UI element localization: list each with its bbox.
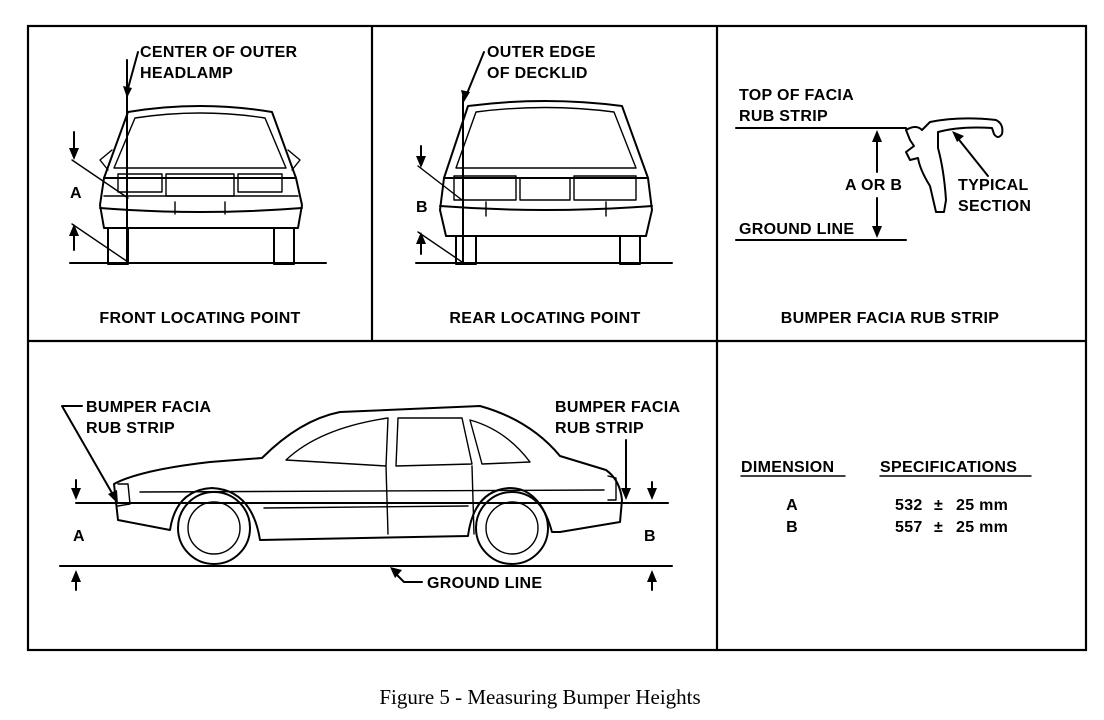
spec-row: A 532 ± 25 mm — [786, 497, 1008, 514]
facia-rub-strip-panel: TOP OF FACIA RUB STRIP A OR B TYPICAL SE… — [735, 87, 1031, 327]
front-dimension-label: A — [70, 185, 82, 202]
facia-dimension-label: A OR B — [845, 177, 902, 194]
rear-locating-panel: OUTER EDGE OF DECKLID B REAR LOCATING PO… — [415, 44, 673, 327]
car-side-view — [113, 405, 623, 565]
side-right-callout-line1: BUMPER FACIA — [555, 399, 681, 416]
facia-section-arrowhead — [952, 131, 964, 142]
rear-dimension-label: B — [416, 199, 428, 216]
side-right-callout-arrowhead — [621, 488, 631, 500]
facia-dimension-arrow — [872, 130, 882, 238]
side-right-callout-line2: RUB STRIP — [555, 420, 644, 437]
rear-callout-line2: OF DECKLID — [487, 65, 588, 82]
spec-row-a-dimension: A — [786, 497, 798, 514]
car-front-view — [99, 105, 303, 265]
side-dimension-label-a: A — [73, 528, 85, 545]
spec-row-a-pm: ± — [934, 497, 943, 514]
rub-strip-section-icon — [905, 117, 1004, 213]
front-dimension-arrows — [69, 131, 79, 251]
side-dimension-arrows — [71, 479, 657, 591]
spec-row-a-value: 532 — [895, 497, 923, 514]
facia-top-line1: TOP OF FACIA — [739, 87, 854, 104]
spec-row-b-dimension: B — [786, 519, 798, 536]
spec-row-b-pm: ± — [934, 519, 943, 536]
front-panel-title: FRONT LOCATING POINT — [99, 310, 300, 327]
rear-panel-title: REAR LOCATING POINT — [449, 310, 640, 327]
spec-row-b-tol: 25 mm — [956, 519, 1008, 536]
facia-section-leader — [955, 135, 989, 177]
spec-row-a-tol: 25 mm — [956, 497, 1008, 514]
rear-callout-line1: OUTER EDGE — [487, 44, 596, 61]
rear-callout-arrowhead — [461, 90, 470, 102]
side-ground-arrowhead — [390, 567, 402, 578]
facia-ground-label: GROUND LINE — [739, 221, 854, 238]
front-locating-panel: CENTER OF OUTER HEADLAMP A FRONT LOCATIN… — [69, 44, 327, 327]
front-callout-leader — [126, 51, 139, 93]
rear-callout-leader — [465, 51, 485, 97]
front-callout-line1: CENTER OF OUTER — [140, 44, 298, 61]
figure-frame — [26, 24, 1088, 652]
side-left-callout-line1: BUMPER FACIA — [86, 399, 212, 416]
spec-header-dimension: DIMENSION — [741, 459, 834, 476]
side-left-callout-arrowhead — [108, 490, 118, 504]
rear-dimension-arrows — [416, 145, 426, 255]
front-callout-line2: HEADLAMP — [140, 65, 233, 82]
car-rear-view — [439, 100, 653, 265]
figure-caption: Figure 5 - Measuring Bumper Heights — [379, 685, 700, 709]
facia-top-line2: RUB STRIP — [739, 108, 828, 125]
facia-section-line2: SECTION — [958, 198, 1031, 215]
spec-row-b-value: 557 — [895, 519, 923, 536]
front-callout-arrowhead — [123, 86, 132, 98]
spec-header-specifications: SPECIFICATIONS — [880, 459, 1017, 476]
facia-section-line1: TYPICAL — [958, 177, 1029, 194]
facia-panel-title: BUMPER FACIA RUB STRIP — [781, 310, 999, 327]
side-left-callout-line2: RUB STRIP — [86, 420, 175, 437]
spec-table: DIMENSION SPECIFICATIONS A 532 ± 25 mm B… — [740, 459, 1032, 536]
side-ground-label: GROUND LINE — [427, 575, 542, 592]
side-left-callout-leader — [61, 405, 117, 501]
side-dimension-label-b: B — [644, 528, 656, 545]
spec-row: B 557 ± 25 mm — [786, 519, 1008, 536]
side-view-panel: BUMPER FACIA RUB STRIP BUMPER FACIA RUB … — [59, 399, 681, 592]
